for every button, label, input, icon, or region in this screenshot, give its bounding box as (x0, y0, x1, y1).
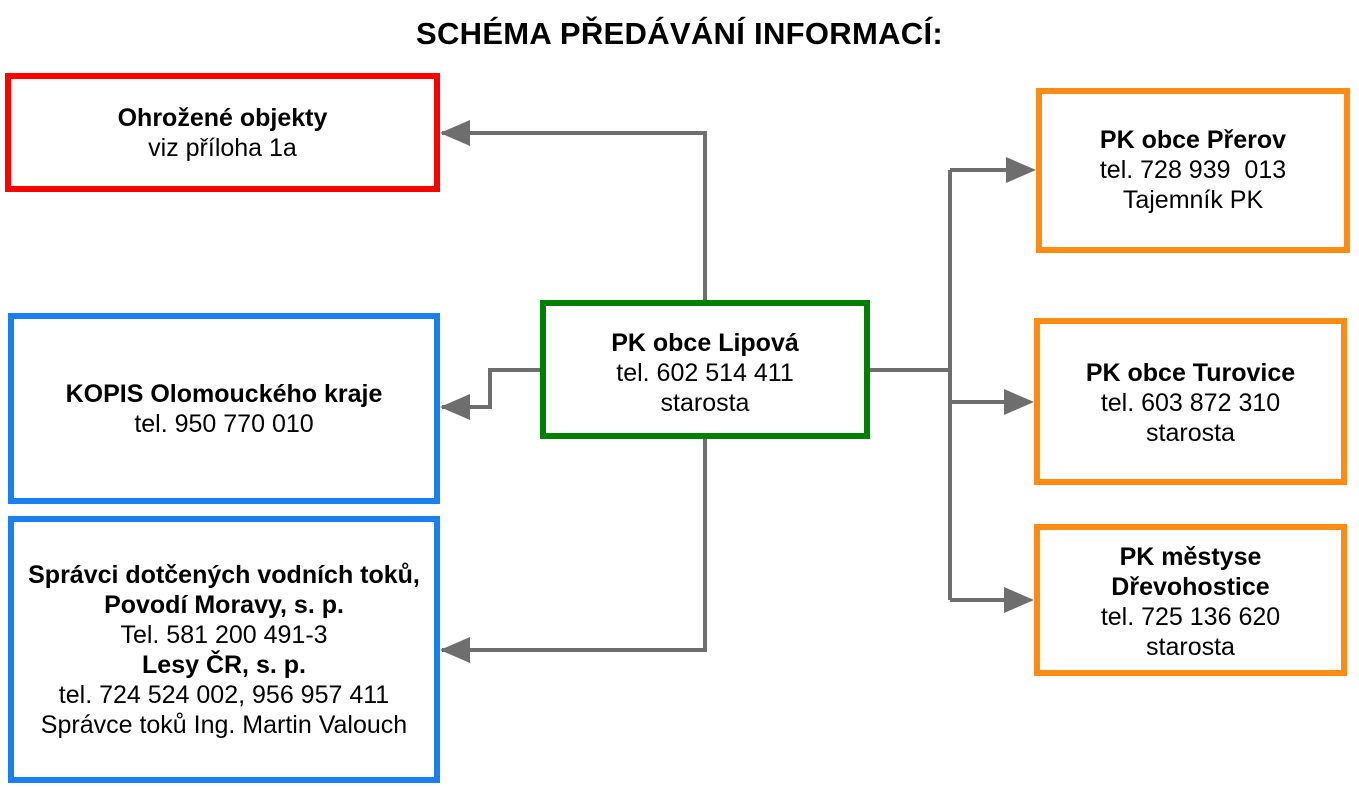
turovice-name: PK obce Turovice (1085, 359, 1296, 387)
arrowhead-managers (440, 637, 470, 663)
drevohostice-role: starosta (1146, 633, 1235, 661)
watercourse-managers-box: Správci dotčených vodních toků, Povodí M… (8, 516, 440, 783)
arrowhead-turovice (1004, 389, 1034, 415)
managers-line-6: Správce toků Ing. Martin Valouch (40, 711, 408, 739)
drevohostice-tel: tel. 725 136 620 (1100, 603, 1281, 631)
drevohostice-name-line-2: Dřevohostice (1111, 573, 1270, 601)
prerov-role: Tajemník PK (1122, 186, 1264, 214)
center-role: starosta (660, 389, 750, 417)
kopis-tel: tel. 950 770 010 (134, 409, 314, 438)
arrowhead-kopis (440, 394, 470, 420)
prerov-tel: tel. 728 939 013 (1099, 156, 1287, 184)
prerov-box: PK obce Přerov tel. 728 939 013 Tajemník… (1036, 88, 1350, 253)
managers-line-2: Povodí Moravy, s. p. (104, 591, 344, 619)
arrow-to-threatened (442, 131, 707, 300)
center-name: PK obce Lipová (611, 329, 799, 357)
arrowhead-prerov (1006, 157, 1036, 183)
arrowhead-threatened (440, 120, 470, 146)
drevohostice-name-line-1: PK městyse (1119, 543, 1262, 571)
arrowhead-drevohostice (1004, 587, 1034, 613)
kopis-name: KOPIS Olomouckého kraje (65, 379, 383, 408)
drevohostice-box: PK městyse Dřevohostice tel. 725 136 620… (1034, 524, 1347, 676)
threatened-objects-box: Ohrožené objekty viz příloha 1a (5, 73, 440, 192)
diagram-title: SCHÉMA PŘEDÁVÁNÍ INFORMACÍ: (415, 16, 944, 51)
center-lipova-box: PK obce Lipová tel. 602 514 411 starosta (540, 300, 870, 439)
managers-line-3: Tel. 581 200 491-3 (120, 621, 328, 649)
arrow-to-managers (442, 439, 707, 652)
managers-line-1: Správci dotčených vodních toků, (28, 561, 420, 589)
kopis-box: KOPIS Olomouckého kraje tel. 950 770 010 (8, 313, 440, 504)
threatened-objects-note: viz příloha 1a (148, 134, 297, 162)
threatened-objects-name: Ohrožené objekty (117, 104, 328, 132)
turovice-box: PK obce Turovice tel. 603 872 310 staros… (1034, 318, 1347, 485)
turovice-tel: tel. 603 872 310 (1100, 389, 1281, 417)
managers-line-5: tel. 724 524 002, 956 957 411 (58, 681, 390, 709)
center-tel: tel. 602 514 411 (616, 359, 794, 387)
prerov-name: PK obce Přerov (1099, 126, 1287, 154)
turovice-role: starosta (1146, 419, 1235, 447)
managers-line-4: Lesy ČR, s. p. (142, 651, 306, 679)
